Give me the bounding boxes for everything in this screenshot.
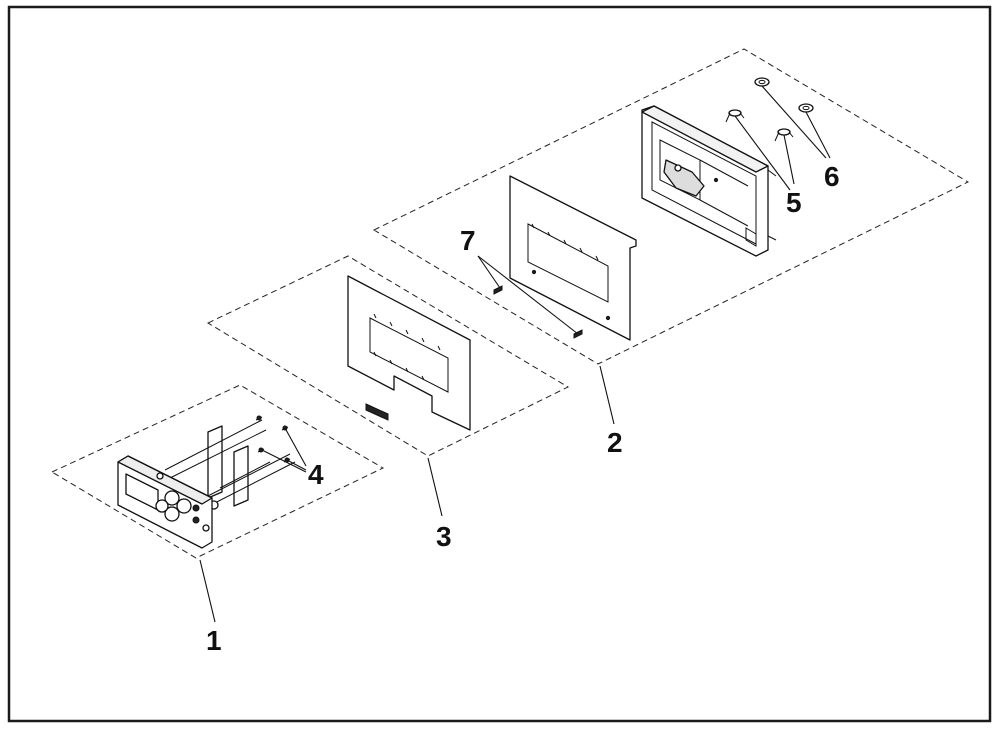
callout-6: 6 [824, 161, 840, 192]
leader-line-1 [199, 559, 216, 623]
gasket-cutout [369, 317, 449, 393]
control-knob-center [176, 498, 192, 514]
group-1-control-panel [50, 384, 385, 623]
callout-5: 5 [786, 187, 802, 218]
leader-line-6b [805, 111, 831, 159]
panel-mounting-bracket [164, 419, 296, 510]
control-knob-bottom [164, 506, 180, 522]
callout-2: 2 [607, 427, 623, 458]
leader-line-3 [427, 457, 443, 517]
mounting-plate [509, 175, 637, 341]
group-3-boundary [206, 255, 570, 457]
callout-3: 3 [436, 521, 452, 552]
callout-1: 1 [206, 625, 222, 656]
leader-line-5b [783, 134, 795, 185]
leader-line-4b [286, 459, 307, 471]
bolts-item-5 [725, 109, 794, 142]
leader-line-5a [734, 115, 791, 191]
button-lower [192, 516, 200, 524]
housing-inner-boss [663, 159, 705, 197]
gasket-plate [347, 275, 471, 431]
mounting-plate-cutout [527, 223, 609, 303]
group-2-boundary [372, 48, 970, 365]
leader-line-2 [599, 365, 615, 425]
leader-line-4a [284, 427, 307, 467]
housing-box [641, 105, 777, 257]
callout-4: 4 [308, 459, 324, 490]
button-upper [192, 504, 200, 512]
gasket-label [365, 403, 389, 421]
leader-line-4c [261, 449, 307, 473]
group-2-housing [372, 48, 970, 425]
leader-line-7b [477, 255, 579, 335]
diagram-frame [7, 5, 992, 723]
washers-item-6 [754, 77, 814, 113]
group-1-boundary [50, 384, 385, 559]
group-3-gasket [206, 255, 570, 517]
leader-line-7a [477, 255, 501, 289]
control-knob-top [164, 490, 180, 506]
callout-7: 7 [460, 225, 476, 256]
control-knob-left [155, 499, 169, 513]
leader-line-6a [761, 85, 827, 159]
control-panel-module [117, 455, 213, 549]
